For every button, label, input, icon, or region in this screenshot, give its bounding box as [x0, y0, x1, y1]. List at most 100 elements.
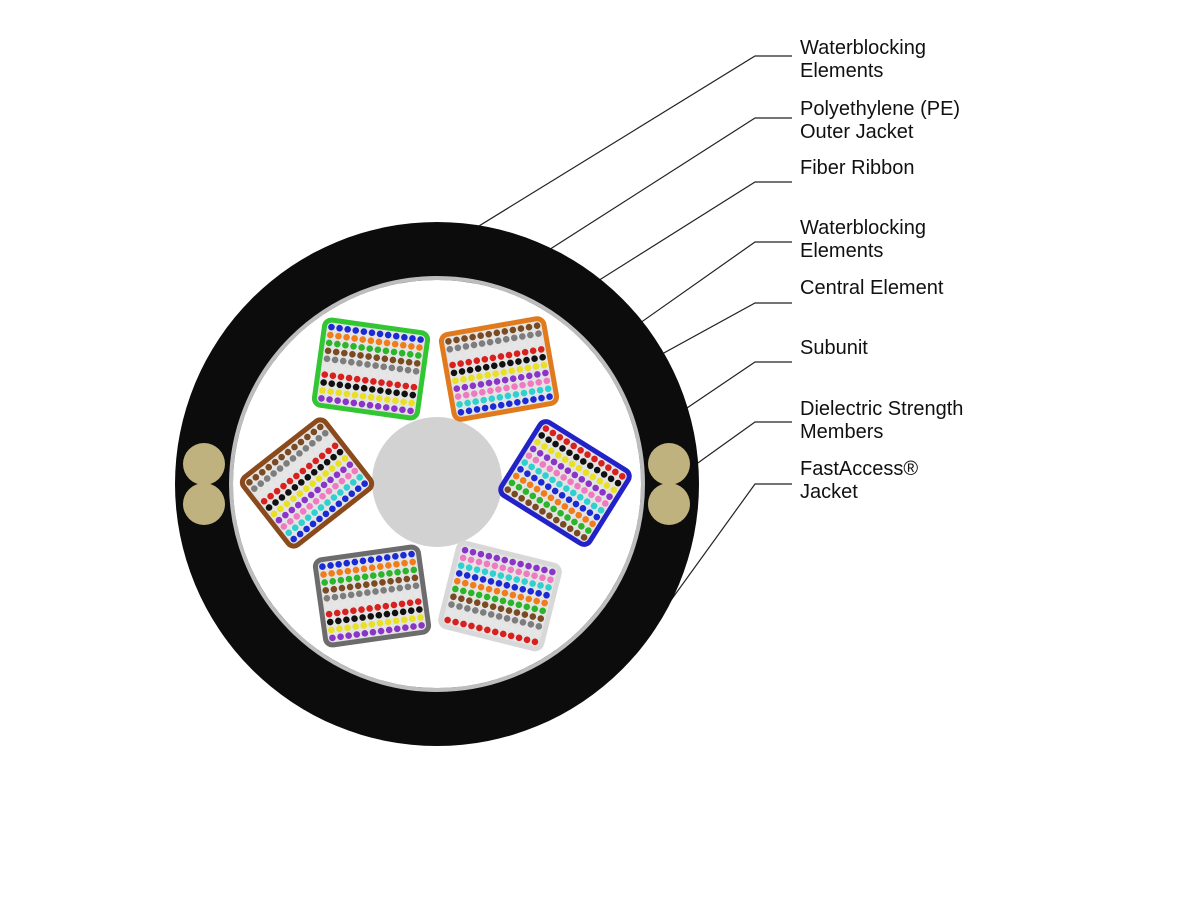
- optical-fiber: [384, 618, 392, 626]
- optical-fiber: [332, 482, 339, 490]
- optical-fiber: [479, 609, 487, 616]
- optical-fiber: [359, 614, 366, 621]
- optical-fiber: [324, 499, 331, 506]
- optical-fiber: [557, 463, 565, 470]
- optical-fiber: [357, 352, 364, 359]
- optical-fiber: [512, 391, 520, 398]
- optical-fiber: [276, 465, 284, 472]
- optical-fiber: [352, 383, 360, 391]
- optical-fiber: [332, 601, 340, 609]
- optical-fiber: [463, 572, 471, 579]
- optical-fiber: [318, 452, 326, 460]
- optical-fiber: [354, 582, 362, 590]
- optical-fiber: [290, 495, 297, 503]
- optical-fiber: [489, 570, 497, 577]
- optical-fiber: [593, 513, 601, 521]
- optical-fiber: [482, 363, 490, 371]
- optical-fiber: [260, 497, 268, 505]
- optical-fiber: [497, 605, 505, 612]
- optical-fiber: [527, 621, 535, 628]
- optical-fiber: [534, 371, 541, 378]
- optical-fiber: [486, 338, 494, 346]
- optical-fiber: [373, 596, 380, 603]
- optical-fiber: [342, 341, 349, 349]
- optical-fiber: [366, 605, 373, 612]
- optical-fiber: [517, 373, 525, 381]
- optical-fiber: [350, 343, 357, 350]
- optical-fiber: [466, 597, 473, 605]
- green-subunit: [311, 317, 431, 421]
- optical-fiber: [543, 501, 550, 508]
- optical-fiber: [403, 575, 411, 583]
- optical-fiber: [411, 375, 419, 383]
- optical-fiber: [341, 349, 348, 357]
- optical-fiber: [356, 360, 363, 367]
- optical-fiber: [509, 558, 516, 566]
- optical-fiber: [618, 473, 626, 480]
- optical-fiber: [505, 400, 513, 408]
- optical-fiber: [361, 377, 369, 384]
- optical-fiber: [539, 461, 547, 468]
- optical-fiber: [457, 360, 464, 367]
- optical-fiber: [383, 554, 391, 561]
- optical-fiber: [593, 466, 601, 474]
- label-line: Fiber Ribbon: [800, 157, 915, 179]
- optical-fiber: [544, 483, 552, 490]
- optical-fiber: [408, 399, 415, 407]
- optical-fiber: [568, 507, 576, 515]
- optical-fiber: [366, 401, 374, 409]
- optical-fiber: [301, 456, 308, 463]
- optical-fiber: [572, 500, 580, 508]
- optical-fiber: [319, 387, 326, 394]
- optical-fiber: [514, 399, 521, 406]
- optical-fiber: [298, 479, 305, 486]
- optical-fiber: [472, 607, 479, 614]
- optical-fiber: [407, 607, 415, 614]
- optical-fiber: [508, 479, 516, 487]
- optical-fiber: [404, 366, 412, 374]
- optical-fiber: [523, 603, 531, 611]
- optical-fiber: [533, 597, 540, 605]
- optical-fiber: [401, 334, 408, 341]
- optical-fiber: [400, 398, 407, 406]
- optical-fiber: [501, 622, 509, 630]
- label-fiber-ribbon: Fiber Ribbon: [800, 157, 915, 180]
- optical-fiber: [409, 615, 416, 622]
- optical-fiber: [310, 428, 318, 436]
- optical-fiber: [467, 589, 475, 597]
- optical-fiber: [291, 524, 299, 532]
- optical-fiber: [509, 326, 517, 334]
- optical-fiber: [280, 523, 288, 530]
- leader-line-1: [387, 55, 792, 283]
- optical-fiber: [503, 615, 511, 622]
- optical-fiber: [361, 630, 369, 637]
- optical-fiber: [499, 361, 506, 368]
- optical-fiber: [372, 588, 379, 595]
- optical-fiber: [304, 514, 312, 521]
- label-line: Waterblocking: [800, 217, 926, 239]
- optical-fiber: [373, 354, 381, 361]
- optical-fiber: [277, 505, 284, 513]
- optical-fiber: [388, 585, 395, 593]
- optical-fiber: [464, 399, 471, 407]
- optical-fiber: [511, 383, 518, 390]
- optical-fiber: [369, 628, 377, 636]
- optical-fiber: [399, 406, 406, 414]
- optical-fiber: [288, 506, 296, 514]
- optical-fiber: [384, 396, 391, 403]
- optical-fiber: [523, 356, 530, 364]
- optical-fiber: [336, 381, 344, 389]
- optical-fiber: [374, 403, 382, 410]
- optical-fiber: [413, 590, 421, 597]
- optical-fiber: [306, 503, 313, 510]
- optical-fiber: [535, 330, 542, 337]
- label-dielectric-strength-members: Dielectric Strength Members: [800, 398, 963, 444]
- optical-fiber: [474, 365, 482, 372]
- optical-fiber: [507, 359, 514, 367]
- optical-fiber: [495, 386, 502, 393]
- optical-fiber: [485, 330, 493, 338]
- optical-fiber: [485, 618, 493, 626]
- optical-fiber: [410, 623, 417, 630]
- optical-fiber: [521, 459, 529, 466]
- optical-fiber: [348, 358, 355, 366]
